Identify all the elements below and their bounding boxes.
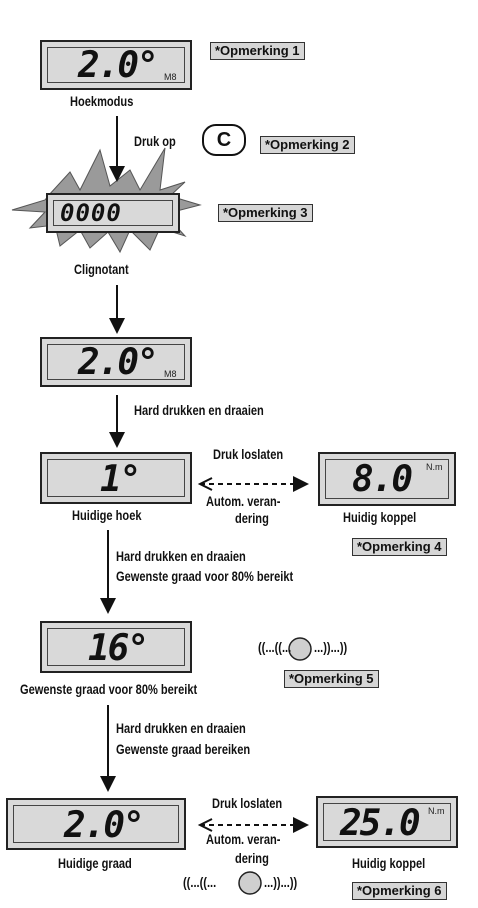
display-unit: N.m xyxy=(428,806,445,816)
signal-wave-right: ...))...)) xyxy=(314,640,348,655)
lcd-display-current-torque: 8.0 N.m xyxy=(318,452,456,506)
label-gewenste-bereiken: Gewenste graad bereiken xyxy=(116,742,251,757)
label-druk-loslaten-2: Druk loslaten xyxy=(212,796,283,811)
note-2: *Opmerking 2 xyxy=(260,136,355,154)
lcd-display-current-degree: 2.0° xyxy=(6,798,186,850)
label-druk-op: Druk op xyxy=(134,134,176,149)
label-huidig-koppel-1: Huidig koppel xyxy=(343,510,417,525)
label-hard-drukken-2: Hard drukken en draaien xyxy=(116,549,246,564)
display-unit: M8 xyxy=(164,369,177,379)
display-value: 16° xyxy=(88,628,149,669)
label-autom-1a: Autom. veran- xyxy=(206,494,281,509)
display-unit: M8 xyxy=(164,72,177,82)
lcd-display-flashing: 0000 xyxy=(46,193,180,233)
lcd-display-current-torque-2: 25.0 N.m xyxy=(316,796,458,848)
display-value: 0000 xyxy=(60,199,122,227)
display-value: 8.0 xyxy=(352,459,413,500)
c-button[interactable]: C xyxy=(202,124,246,156)
signal-circle-icon xyxy=(238,871,262,895)
note-6: *Opmerking 6 xyxy=(352,882,447,900)
label-huidige-graad: Huidige graad xyxy=(58,856,132,871)
display-value: 25.0 xyxy=(340,803,421,844)
note-4: *Opmerking 4 xyxy=(352,538,447,556)
label-hoekmodus: Hoekmodus xyxy=(70,94,134,109)
label-autom-2b: dering xyxy=(235,851,269,866)
lcd-display-angle-mode: 2.0° M8 xyxy=(40,40,192,90)
signal-wave-left-2: ((...((... xyxy=(183,875,217,890)
label-gewenste-80-a: Gewenste graad voor 80% bereikt xyxy=(116,569,294,584)
label-huidige-hoek: Huidige hoek xyxy=(72,508,142,523)
label-gewenste-80-b: Gewenste graad voor 80% bereikt xyxy=(20,682,198,697)
signal-wave-right-2: ...))...)) xyxy=(264,875,298,890)
label-hard-drukken-3: Hard drukken en draaien xyxy=(116,721,246,736)
label-autom-1b: dering xyxy=(235,511,269,526)
lcd-display-angle-mode-2: 2.0° M8 xyxy=(40,337,192,387)
label-autom-2a: Autom. veran- xyxy=(206,832,281,847)
note-5: *Opmerking 5 xyxy=(284,670,379,688)
signal-wave-left: ((...((... xyxy=(258,640,292,655)
lcd-display-desired-80: 16° xyxy=(40,621,192,673)
note-3: *Opmerking 3 xyxy=(218,204,313,222)
label-huidig-koppel-2: Huidig koppel xyxy=(352,856,426,871)
label-clignotant: Clignotant xyxy=(74,262,129,277)
label-druk-loslaten-1: Druk loslaten xyxy=(213,447,284,462)
display-value: 2.0° xyxy=(78,342,159,383)
display-value: 2.0° xyxy=(78,45,159,86)
signal-circle-icon xyxy=(288,637,312,661)
display-unit: N.m xyxy=(426,462,443,472)
label-hard-drukken-1: Hard drukken en draaien xyxy=(134,403,264,418)
lcd-display-current-angle: 1° xyxy=(40,452,192,504)
note-1: *Opmerking 1 xyxy=(210,42,305,60)
display-value: 1° xyxy=(100,459,141,500)
display-value: 2.0° xyxy=(64,805,145,846)
